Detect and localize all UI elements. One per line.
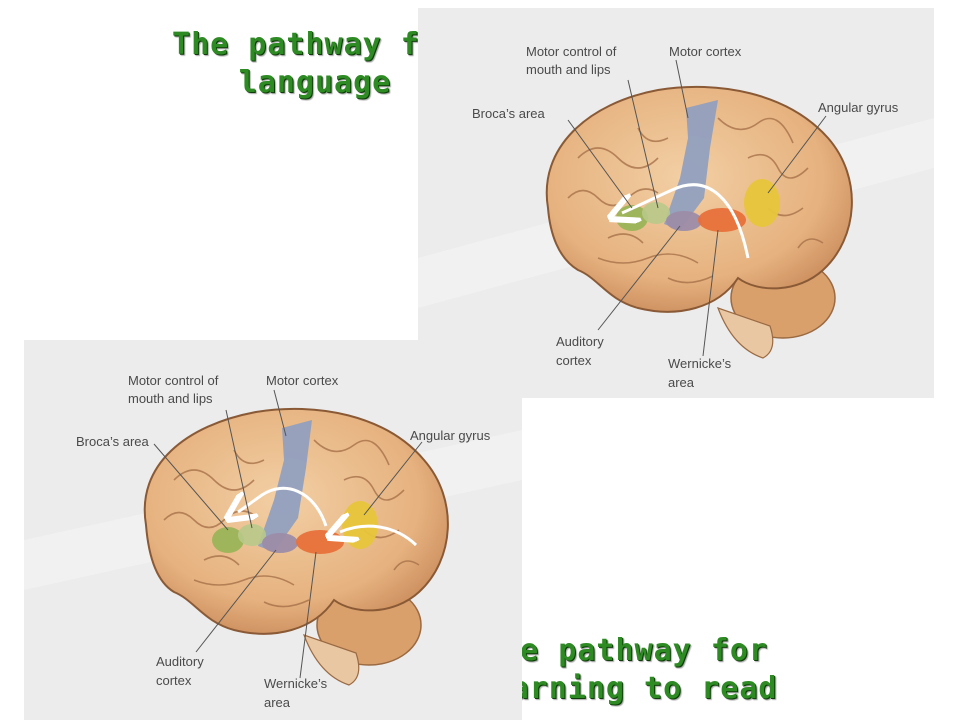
leader-lines <box>567 59 827 357</box>
label-angular-gyrus: Angular gyrus <box>410 428 491 443</box>
auditory-cortex-region <box>666 211 702 231</box>
motor-cortex-region <box>258 420 312 552</box>
reading-pathway-arrow-angular <box>340 526 418 547</box>
label-auditory-line1: Auditory <box>556 334 604 349</box>
label-auditory-line2: cortex <box>156 673 192 688</box>
title-reading-pathway: The pathway for learning to read <box>455 632 795 708</box>
label-wernickes-line1: Wernicke’s <box>264 676 328 691</box>
leader-lines <box>153 389 423 679</box>
brain-diagram-language: Motor control of mouth and lips Motor co… <box>418 8 934 398</box>
brain-figure-language: Motor control of mouth and lips Motor co… <box>418 8 934 398</box>
brain-stem <box>716 307 774 359</box>
brain-figure-reading: Motor control of mouth and lips Motor co… <box>24 340 522 720</box>
wernickes-area-region <box>296 530 344 554</box>
angular-gyrus-region <box>744 179 780 227</box>
label-motor-cortex: Motor cortex <box>266 373 339 388</box>
label-wernickes-line2: area <box>264 695 291 710</box>
label-motor-control-line1: Motor control of <box>526 44 617 59</box>
brain-stem <box>302 634 360 686</box>
label-angular-gyrus: Angular gyrus <box>818 100 899 115</box>
label-wernickes-line2: area <box>668 375 695 390</box>
label-motor-control-line2: mouth and lips <box>128 391 213 406</box>
language-pathway-arrow <box>622 183 750 259</box>
motor-control-region <box>238 524 266 546</box>
title-reading-line2: learning to read <box>472 671 778 706</box>
label-auditory-line1: Auditory <box>156 654 204 669</box>
title-language-line2: language <box>238 65 392 100</box>
gyri-texture <box>567 117 824 284</box>
brocas-area-region <box>212 527 244 553</box>
motor-control-region <box>642 202 670 224</box>
auditory-cortex-region <box>262 533 298 553</box>
cerebrum <box>143 407 449 635</box>
reading-pathway-arrow-brocas <box>238 486 328 527</box>
label-brocas-area: Broca’s area <box>76 434 150 449</box>
title-reading-line1: The pathway for <box>482 633 768 668</box>
label-wernickes-line1: Wernicke’s <box>668 356 732 371</box>
gyri-texture <box>163 439 420 608</box>
label-auditory-line2: cortex <box>556 353 592 368</box>
label-motor-cortex: Motor cortex <box>669 44 742 59</box>
label-motor-control-line2: mouth and lips <box>526 62 611 77</box>
label-motor-control-line1: Motor control of <box>128 373 219 388</box>
title-language-pathway: The pathway for language <box>150 26 480 102</box>
brain-diagram-reading: Motor control of mouth and lips Motor co… <box>24 340 522 720</box>
motor-cortex-region <box>664 100 718 230</box>
label-brocas-area: Broca’s area <box>472 106 546 121</box>
title-language-line1: The pathway for <box>172 27 458 62</box>
